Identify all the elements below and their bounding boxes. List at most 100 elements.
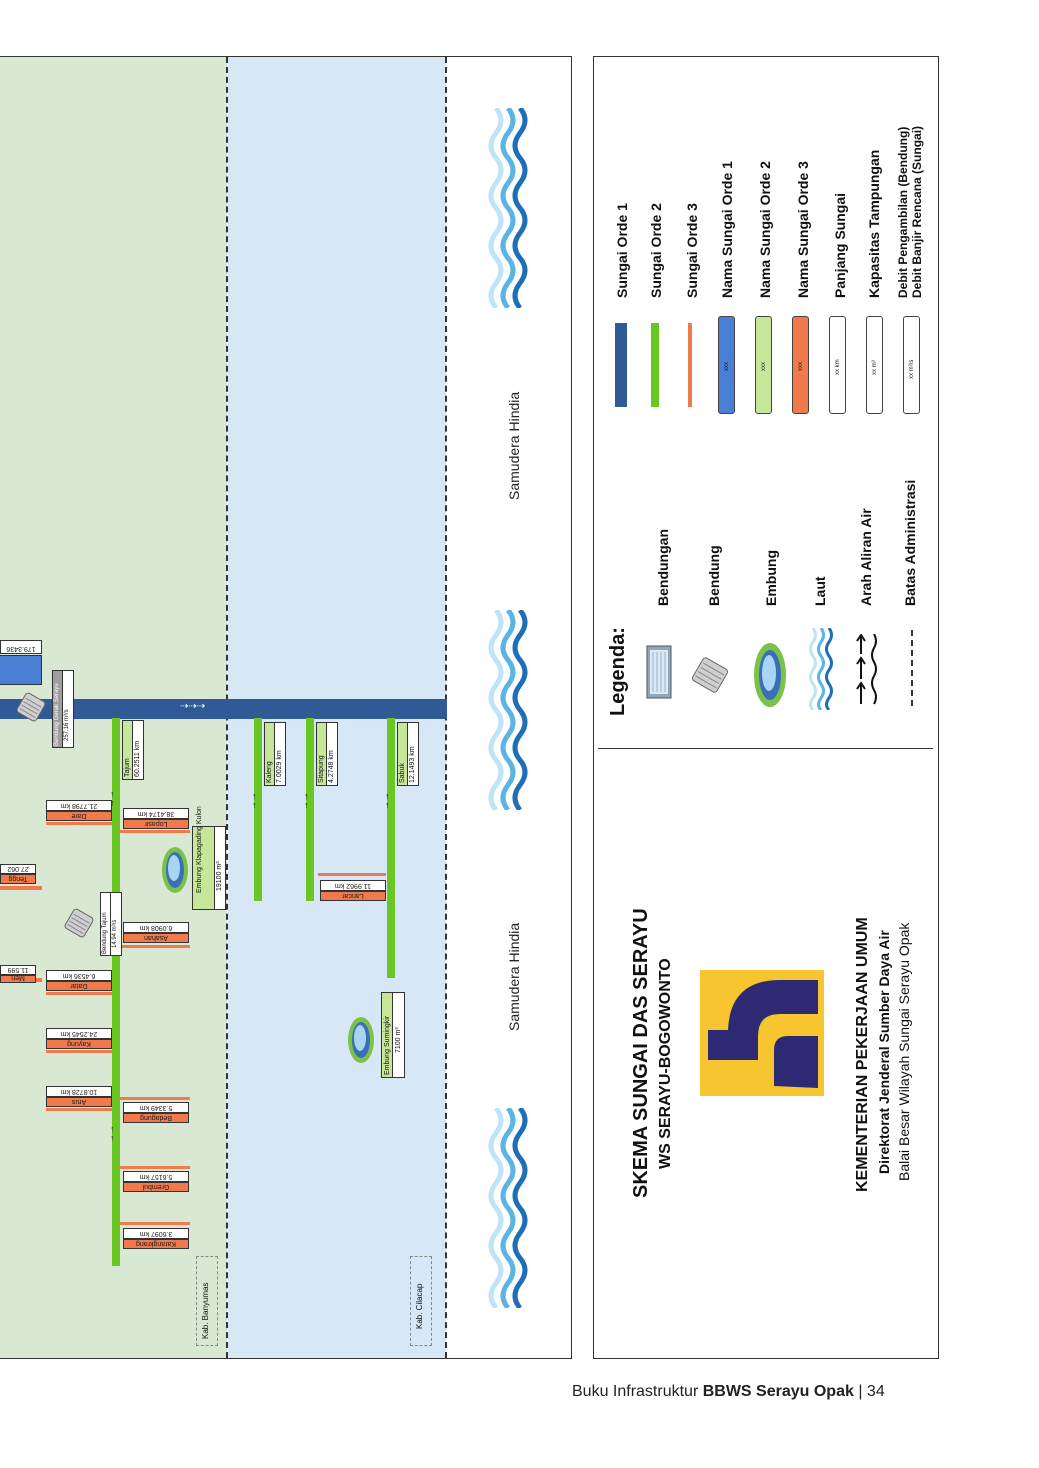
name-sabuk: Sabuk — [399, 763, 406, 783]
partial-tengg-name: Tengg — [0, 874, 36, 884]
swatch-orde1 — [615, 323, 627, 407]
length-bedagung: 5.3349 km — [123, 1102, 189, 1113]
admin-label-banyumas-box: Kab. Banyumas — [196, 1256, 218, 1346]
footer-prefix: Buku Infrastruktur — [572, 1383, 703, 1400]
bendung-tajum-icon — [64, 908, 94, 938]
length-sitapung: 4.2748 km — [328, 750, 335, 783]
page-footer: Buku Infrastruktur BBWS Serayu Opak | 34 — [572, 1383, 885, 1401]
sea-label-1: Samudera Hindia — [506, 391, 522, 500]
legend-line-orde1: Sungai Orde 1 — [614, 203, 630, 298]
length-asahan: 6.0908 km — [123, 922, 189, 933]
swatch-kapasitas: xx m³ — [866, 316, 883, 414]
embung-sumingkir-value: 7100 m³ — [395, 1027, 402, 1053]
legend-line-orde2: Sungai Orde 2 — [648, 203, 664, 298]
label-embung-klapagading: Embung Klapagading Kulon 19100 m³ — [192, 806, 226, 910]
swatch-panjang-sungai-text: xx km — [835, 359, 841, 375]
label-tajum: Tajum 60.2511 km — [122, 720, 144, 780]
river3-datar — [46, 992, 112, 995]
river3-bedagung — [120, 1097, 190, 1100]
swatch-nama-orde1: xxx — [718, 316, 735, 414]
label-bendung-serayu: Bendung Gerak Serayu 257.16 m³/s — [52, 670, 74, 748]
length-dare: 21.7798 km — [46, 800, 112, 811]
river3-kayung — [46, 1050, 112, 1053]
length-tajum: 60.2511 km — [134, 740, 141, 777]
footer-bold: BBWS Serayu Opak — [702, 1383, 854, 1400]
river3-arus — [46, 1108, 112, 1111]
name-kaleng: Kaleng — [266, 761, 273, 783]
legend-symbol-bendungan: Bendungan — [655, 529, 671, 606]
legend-symbol-batas-administrasi: Batas Administrasi — [902, 479, 918, 606]
legend-nama-orde1: Nama Sungai Orde 1 — [719, 161, 735, 298]
sea-wave-icon-3 — [488, 1108, 528, 1308]
embung-icon — [754, 643, 786, 707]
bendung-serayu-name: Bendung Gerak Serayu — [54, 683, 60, 746]
embung-sumingkir-icon — [348, 1017, 374, 1063]
name-karangkrang: Karangkrang — [123, 1239, 189, 1249]
arah-aliran-icon — [856, 634, 877, 705]
flow-arrows-tajum: ↑↑ — [110, 789, 115, 808]
sea-wave-icon-1 — [488, 108, 528, 308]
swatch-kapasitas-text: xx m³ — [872, 360, 878, 375]
length-grembul: 5.6157 km — [123, 1171, 189, 1182]
length-sabuk: 12.1493 km — [409, 746, 416, 783]
admin-label-cilacap: Kab. Cilacap — [415, 1283, 424, 1329]
diagram-frame — [0, 56, 572, 1359]
org-name: KEMENTERIAN PEKERJAAN UMUM — [854, 917, 871, 1192]
river3-lancar — [318, 873, 386, 876]
name-tajum: Tajum — [124, 758, 131, 777]
sea-label-2: Samudera Hindia — [506, 922, 522, 1031]
embung-klapagading-icon — [162, 847, 188, 893]
sea-wave-icon-2 — [488, 610, 528, 810]
pu-logo — [700, 970, 824, 1096]
flow-arrows-sabuk: ↑↑ — [385, 791, 390, 810]
length-lancar: 11.9962 km — [320, 880, 386, 891]
swatch-debit: xx m³/s — [903, 316, 920, 414]
name-lopasir: Lopasir — [123, 819, 189, 829]
label-sabuk: Sabuk 12.1493 km — [397, 722, 419, 786]
legend-heading: Legenda: — [607, 627, 629, 716]
river3-lopasir — [120, 830, 190, 833]
legend-symbol-arah-aliran: Arah Aliran Air — [858, 508, 874, 606]
bendung-icon — [691, 657, 729, 693]
length-datar: 6.4536 km — [46, 970, 112, 981]
river3-tengg — [0, 886, 42, 890]
name-lancar: Lancar — [320, 891, 386, 901]
footer-suffix: | 34 — [853, 1383, 885, 1400]
name-grembul: Grembul — [123, 1182, 189, 1192]
swatch-nama-orde3-text: xxx — [798, 362, 804, 371]
admin-label-cilacap-box: Kab. Cilacap — [410, 1256, 432, 1346]
bendung-tajum-name: Bendung Tajum — [102, 912, 108, 954]
flow-arrows-tajum-2: ↑↑ — [110, 1124, 115, 1143]
swatch-nama-orde2: xxx — [755, 316, 772, 414]
legend-panel — [593, 56, 939, 1359]
embung-klapagading-value: 19100 m³ — [216, 861, 223, 891]
label-embung-sumingkir: Embung Sumingkir 7100 m³ — [381, 992, 405, 1078]
length-kaleng: 7.0029 km — [276, 750, 283, 783]
length-lopasir: 38.4174 km — [123, 808, 189, 819]
legend-debit-1: Debit Pengambilan (Bendung) — [896, 126, 910, 298]
scheme-subtitle: WS SERAYU-BOGOWONTO — [657, 958, 674, 1169]
name-bedagung: Bedagung — [123, 1113, 189, 1123]
swatch-orde3 — [688, 323, 692, 407]
name-sitapung: Sitapung — [318, 755, 325, 783]
name-kayung: Kayung — [46, 1039, 112, 1049]
name-dare: Dare — [46, 811, 112, 821]
bendungan-icon — [646, 645, 672, 699]
label-bendung-tajum: Bendung Tajum 14.94 m³/s — [100, 892, 122, 956]
scheme-title: SKEMA SUNGAI DAS SERAYU — [630, 908, 652, 1198]
river-kaleng — [254, 718, 262, 901]
river-tajum — [112, 718, 120, 1266]
embung-sumingkir-name: Embung Sumingkir — [384, 1015, 391, 1075]
length-kayung: 24.2545 km — [46, 1028, 112, 1039]
swatch-nama-orde3: xxx — [792, 316, 809, 414]
name-datar: Datar — [46, 981, 112, 991]
swatch-nama-orde1-text: xxx — [724, 362, 730, 371]
batas-administrasi-icon — [911, 630, 913, 706]
river-sitapung — [306, 718, 314, 901]
admin-label-banyumas: Kab. Banyumas — [201, 1282, 210, 1339]
bendung-serayu-icon — [16, 692, 46, 722]
length-arus: 10.8728 km — [46, 1086, 112, 1097]
swatch-nama-orde2-text: xxx — [761, 362, 767, 371]
legend-symbol-bendung: Bendung — [706, 545, 722, 606]
river3-karangkrang — [120, 1222, 190, 1225]
